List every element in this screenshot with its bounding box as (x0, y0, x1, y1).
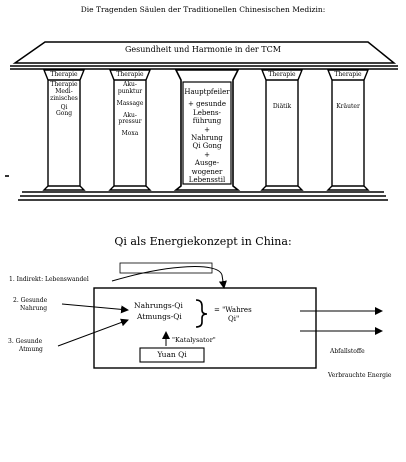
column-3-line: + gesunde (188, 100, 226, 109)
column-3-line: Lebens- (193, 108, 221, 117)
column-2-line: Massage (116, 99, 144, 107)
column-2-line: Moxa (121, 130, 139, 138)
column-2-line: pressur (118, 118, 142, 126)
input-atmung-1: 3. Gesunde (8, 338, 43, 345)
column-3-line: Lebensstil (188, 175, 226, 184)
column-1-line: Therapie (50, 80, 78, 88)
yuan-qi: Yuan Qi (157, 350, 187, 359)
wahres-qi-1: = "Wahres (214, 306, 252, 314)
column-4-line: Diätik (272, 102, 292, 110)
column-5-line: Therapie (334, 71, 362, 78)
wahres-qi-2: Qi" (228, 315, 240, 323)
input-atmung-2: Atmung (19, 346, 43, 353)
temple-columns (42, 69, 370, 191)
input-nahrung-2: Nahrung (20, 305, 48, 312)
column-4-line: Therapie (268, 71, 296, 78)
output-abfallstoffe: Abfallstoffe (330, 348, 365, 355)
input-nahrung-1: 2. Gesunde (13, 297, 48, 304)
roof-text: Gesundheit und Harmonie in der TCM (125, 45, 281, 54)
column-3-line: + (204, 125, 210, 134)
column-5-line: Kräuter (336, 102, 360, 110)
column-1-line: zinisches (50, 94, 78, 102)
katalysator: "Katalysator" (172, 336, 216, 344)
column-3-line: führung (192, 117, 222, 126)
yuan-qi-box (139, 347, 205, 363)
column-1-line: Medi- (55, 87, 73, 95)
column-2-line: Aku- (123, 80, 137, 88)
input-indirekt: 1. Indirekt: Lebenswandel (9, 276, 89, 283)
qi-brace (195, 299, 208, 328)
column-1-line: Gong (55, 110, 73, 118)
output-arrows (300, 307, 383, 335)
nahrungs-qi: Nahrungs-Qi (134, 301, 183, 310)
column-3-line: Ausge- (194, 159, 220, 168)
column-3-line: wogener (191, 167, 223, 176)
column-2-line: punktur (117, 87, 143, 95)
lebenswandel-box (119, 262, 213, 274)
temple-title: Die Tragenden Säulen der Traditionellen … (80, 5, 326, 14)
indirekt-arrow (111, 266, 227, 289)
temple-roof (10, 41, 398, 70)
input-arrows (57, 303, 170, 347)
qi-box (93, 287, 317, 369)
column-2-line: Aku- (123, 111, 137, 119)
column-3-line: Hauptpfeiler (184, 88, 230, 96)
temple-base (18, 191, 388, 201)
output-verbrauchte-energie: Verbrauchte Energie (328, 372, 392, 379)
column-3-line: Qi Gong (192, 142, 222, 151)
column-1-line: Therapie (50, 71, 78, 78)
column-3-line: Nahrung (191, 133, 223, 142)
column-1-line: Qi (60, 103, 68, 111)
column-2-line: Therapie (116, 71, 144, 78)
column-3-line: + (204, 150, 210, 159)
qi-title: Qi als Energiekonzept in China: (114, 235, 292, 248)
atmungs-qi: Atmungs-Qi (137, 312, 182, 321)
